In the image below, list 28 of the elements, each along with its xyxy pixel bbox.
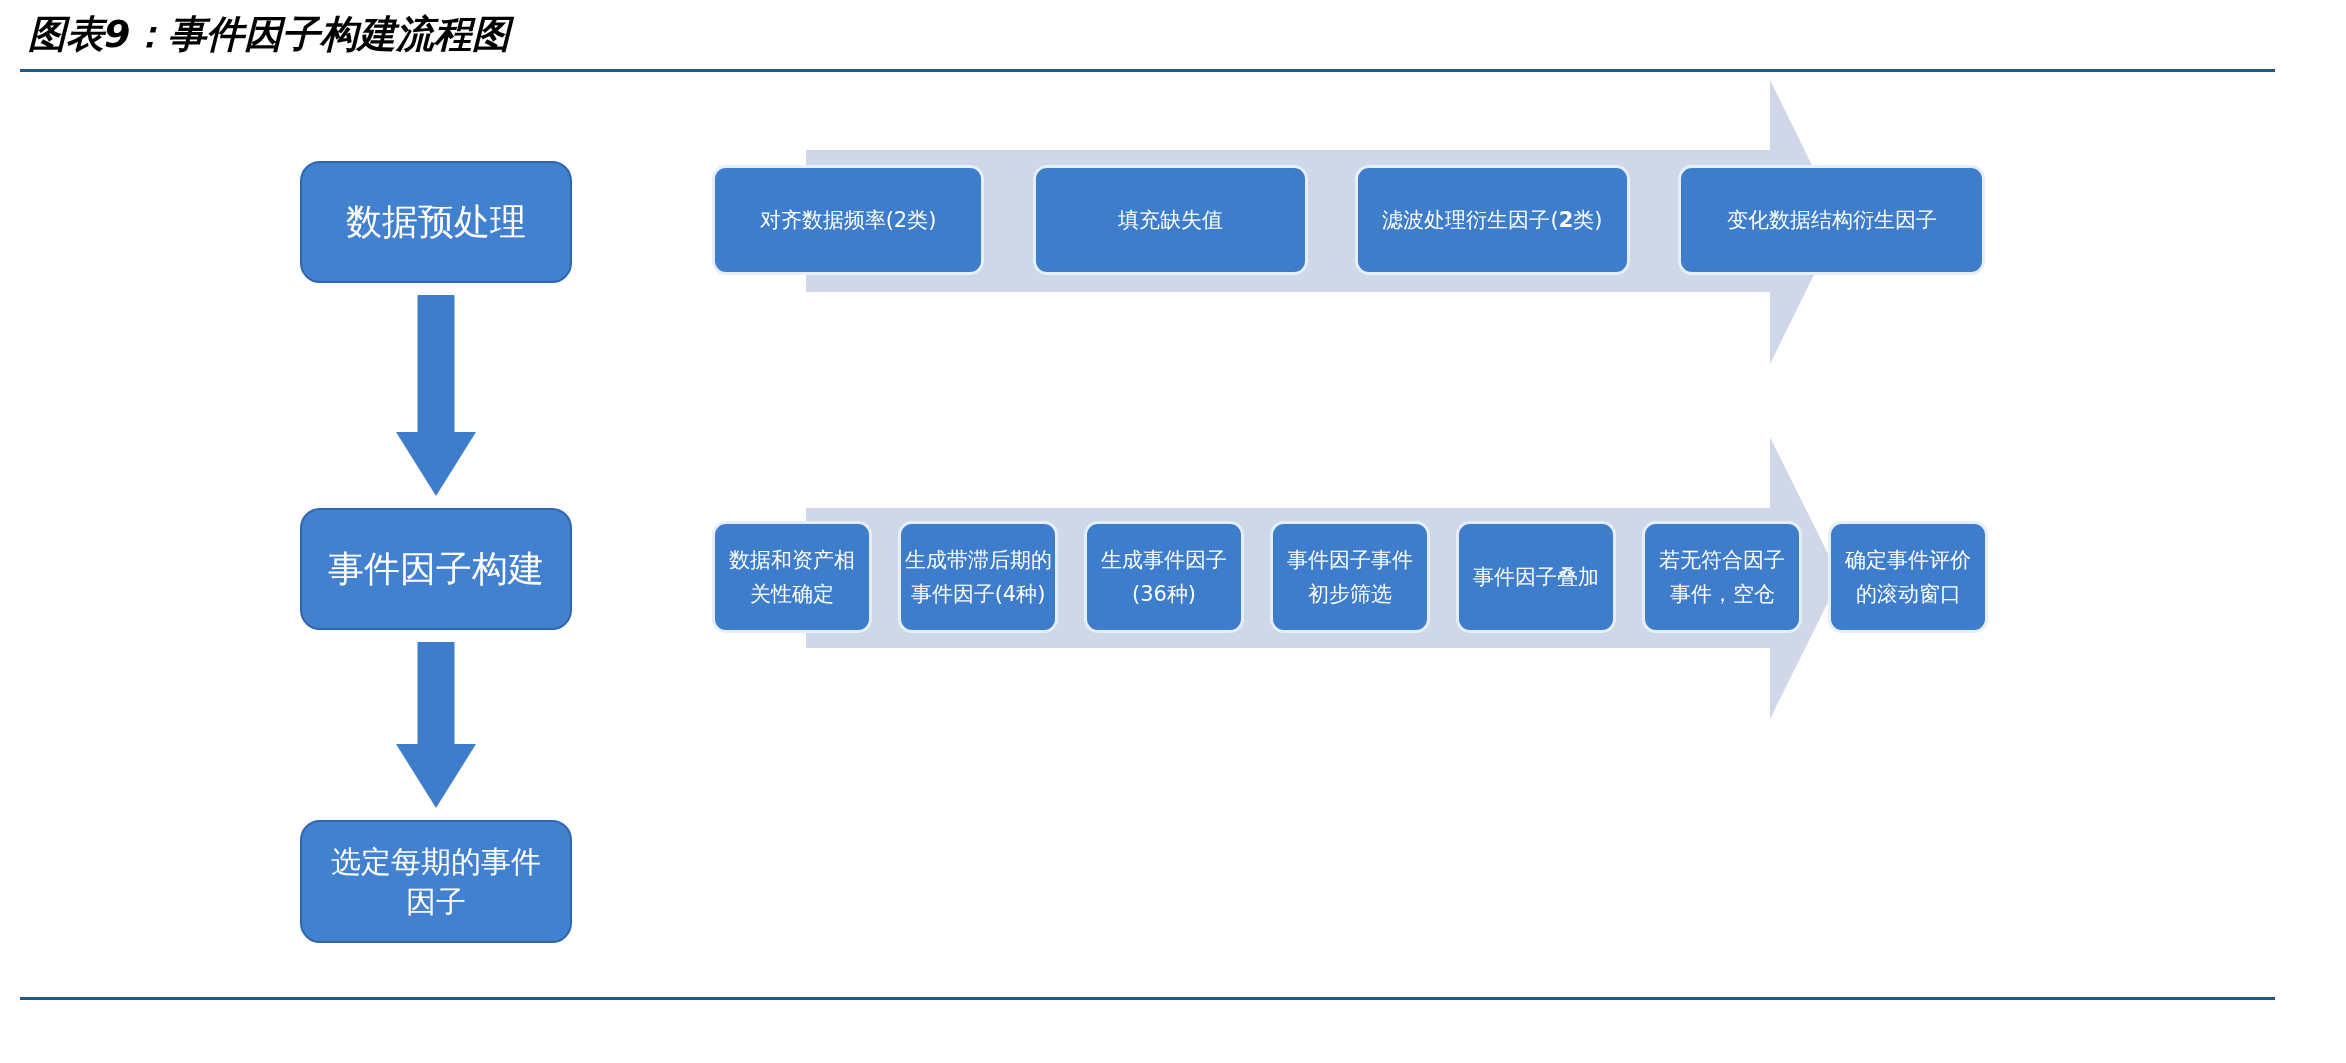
box-label: 变化数据结构衍生因子 [1726, 207, 1937, 234]
step-box [1084, 521, 1244, 633]
process-box [300, 820, 572, 943]
process-box [300, 161, 572, 283]
box-label: 若无符合因子事件，空仓 [1658, 547, 1786, 608]
box-label: 对齐数据频率(2类) [759, 207, 937, 234]
box-label: 选定每期的事件因子 [330, 842, 542, 921]
process-box [300, 508, 572, 630]
step-box [1456, 521, 1616, 633]
box-label: 事件因子叠加 [1473, 564, 1599, 591]
box-label: 生成事件因子(36种) [1100, 547, 1228, 608]
step-box [712, 165, 984, 275]
box-label: 数据和资产相关性确定 [728, 547, 856, 608]
step-box [1355, 165, 1630, 275]
step-box [898, 521, 1058, 633]
box-label: 生成带滞后期的事件因子(4种) [903, 547, 1053, 608]
step-box [712, 521, 872, 633]
step-box [1678, 165, 1985, 275]
step-box [1642, 521, 1802, 633]
step-box [1270, 521, 1430, 633]
box-label: 滤波处理衍生因子(2类) [1382, 207, 1603, 234]
box-label: 数据预处理 [346, 200, 526, 244]
box-label: 填充缺失值 [1118, 207, 1223, 234]
step-box [1828, 521, 1988, 633]
box-label: 事件因子事件初步筛选 [1286, 547, 1414, 608]
box-label: 确定事件评价的滚动窗口 [1844, 547, 1972, 608]
step-box [1033, 165, 1308, 275]
box-label: 事件因子构建 [328, 547, 544, 591]
